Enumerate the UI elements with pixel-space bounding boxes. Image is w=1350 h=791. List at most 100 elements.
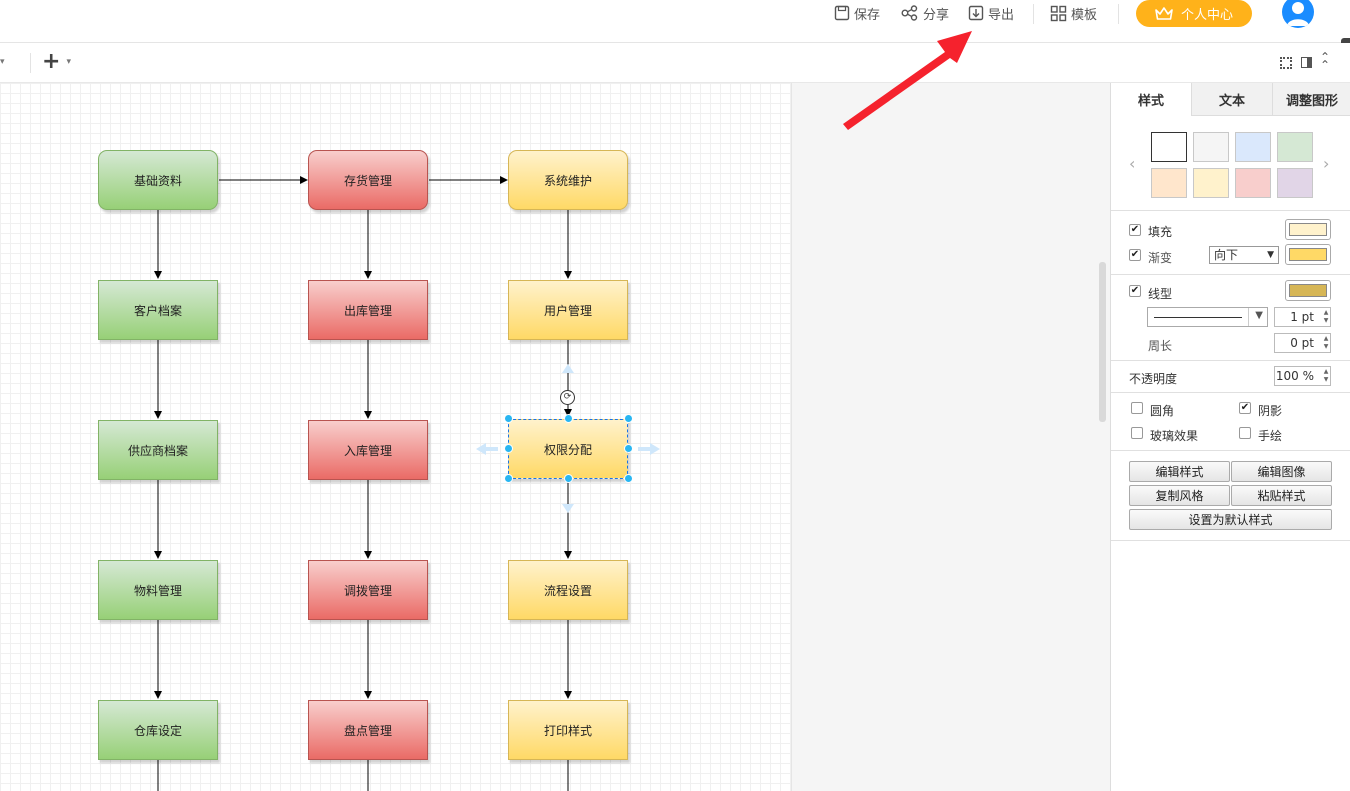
flow-node[interactable]: 调拨管理 xyxy=(308,560,428,620)
glass-label: 玻璃效果 xyxy=(1150,429,1199,443)
fill-color-picker[interactable] xyxy=(1285,219,1331,240)
flow-node[interactable]: 用户管理 xyxy=(508,280,628,340)
grid-icon xyxy=(1050,5,1067,21)
color-swatch[interactable] xyxy=(1151,168,1187,198)
collapse-icon[interactable]: ⌃⌃ xyxy=(1320,50,1331,72)
flow-node[interactable]: 出库管理 xyxy=(308,280,428,340)
gradient-color-swatch xyxy=(1289,248,1327,261)
flow-node[interactable]: 打印样式 xyxy=(508,700,628,760)
glass-checkbox[interactable] xyxy=(1131,427,1143,439)
resize-handle[interactable] xyxy=(624,444,633,453)
vertical-scrollbar[interactable] xyxy=(1099,262,1106,422)
rotate-handle-icon[interactable]: ⟳ xyxy=(560,390,575,405)
hover-arrow-up xyxy=(562,364,574,373)
color-swatch[interactable] xyxy=(1193,168,1229,198)
dropdown-arrow-icon: ▼ xyxy=(1267,250,1274,260)
top-bar: 保存 分享 导出 模板 个人中心 xyxy=(0,0,1350,96)
perimeter-label: 周长 xyxy=(1148,339,1173,353)
resize-handle[interactable] xyxy=(504,414,513,423)
gradient-label: 渐变 xyxy=(1148,251,1173,265)
paste-style-button[interactable]: 粘贴样式 xyxy=(1231,485,1332,506)
resize-handle[interactable] xyxy=(624,414,633,423)
toolbar-divider xyxy=(1118,4,1119,24)
flow-node[interactable]: 流程设置 xyxy=(508,560,628,620)
flow-node[interactable]: 存货管理 xyxy=(308,150,428,210)
flow-node[interactable]: 仓库设定 xyxy=(98,700,218,760)
fill-color-swatch xyxy=(1289,223,1327,236)
template-label: 模板 xyxy=(1071,7,1098,23)
line-color-picker[interactable] xyxy=(1285,280,1331,301)
gradient-direction-select[interactable]: 向下 ▼ xyxy=(1209,246,1279,264)
gradient-checkbox[interactable]: ✔ xyxy=(1129,249,1141,261)
edit-style-button[interactable]: 编辑样式 xyxy=(1129,461,1230,482)
color-swatch[interactable] xyxy=(1277,168,1313,198)
copy-style-button[interactable]: 复制风格 xyxy=(1129,485,1230,506)
gradient-color-picker[interactable] xyxy=(1285,244,1331,265)
shadow-checkbox[interactable]: ✔ xyxy=(1239,402,1251,414)
personal-center-label: 个人中心 xyxy=(1180,8,1233,23)
flow-node[interactable]: 盘点管理 xyxy=(308,700,428,760)
avatar[interactable] xyxy=(1282,0,1314,28)
sketch-checkbox[interactable] xyxy=(1239,427,1251,439)
flow-node[interactable]: 系统维护 xyxy=(508,150,628,210)
chevron-right-icon[interactable]: › xyxy=(1323,154,1330,173)
insert-button[interactable]: + ▾ xyxy=(42,51,71,73)
toggle-panel-icon[interactable] xyxy=(1301,57,1312,68)
diagram-canvas[interactable]: 基础资料 客户档案 供应商档案 物料管理 仓库设定 存货管理 出库管理 入库管理… xyxy=(0,83,792,791)
resize-handle[interactable] xyxy=(504,444,513,453)
divider xyxy=(1111,210,1350,211)
stepper-icon[interactable]: ▲▼ xyxy=(1323,335,1329,350)
resize-handle[interactable] xyxy=(564,474,573,483)
tab-style[interactable]: 样式 xyxy=(1111,83,1191,116)
line-label: 线型 xyxy=(1148,287,1173,301)
save-icon xyxy=(834,5,850,21)
personal-center-button[interactable]: 个人中心 xyxy=(1136,0,1252,27)
format-panel: 样式 文本 调整图形 ‹ › ✔ 填充 ✔ 渐变 向下 ▼ ✔ 线型 ▼ 1 p… xyxy=(1110,83,1350,791)
line-checkbox[interactable]: ✔ xyxy=(1129,285,1141,297)
template-button[interactable]: 模板 xyxy=(1050,0,1097,26)
tab-arrange[interactable]: 调整图形 xyxy=(1272,83,1350,116)
flow-node[interactable]: 客户档案 xyxy=(98,280,218,340)
perimeter-input[interactable]: 0 pt ▲▼ xyxy=(1274,333,1331,353)
dropdown-caret-icon[interactable]: ▾ xyxy=(0,57,5,67)
resize-handle[interactable] xyxy=(504,474,513,483)
color-swatch[interactable] xyxy=(1151,132,1187,162)
flow-node[interactable]: 入库管理 xyxy=(308,420,428,480)
share-button[interactable]: 分享 xyxy=(901,0,949,26)
color-swatch[interactable] xyxy=(1193,132,1229,162)
connectors xyxy=(154,176,660,791)
hover-arrow-right xyxy=(638,443,660,455)
export-button[interactable]: 导出 xyxy=(968,0,1014,26)
flow-node-selected[interactable]: 权限分配 xyxy=(508,419,628,479)
editor-toolbar: ▾ + ▾ ⌃⌃ xyxy=(0,43,1350,83)
line-pattern-select[interactable]: ▼ xyxy=(1147,307,1268,327)
flow-node[interactable]: 供应商档案 xyxy=(98,420,218,480)
resize-handle[interactable] xyxy=(564,414,573,423)
color-swatch[interactable] xyxy=(1235,168,1271,198)
stepper-icon[interactable]: ▲▼ xyxy=(1323,309,1329,324)
flow-node[interactable]: 基础资料 xyxy=(98,150,218,210)
edit-image-button[interactable]: 编辑图像 xyxy=(1231,461,1332,482)
flow-node[interactable]: 物料管理 xyxy=(98,560,218,620)
rounded-checkbox[interactable] xyxy=(1131,402,1143,414)
fill-checkbox[interactable]: ✔ xyxy=(1129,224,1141,236)
line-color-swatch xyxy=(1289,284,1327,297)
user-icon xyxy=(1287,2,1309,26)
opacity-input[interactable]: 100 % ▲▼ xyxy=(1274,366,1331,386)
chevron-down-icon: ▾ xyxy=(66,57,71,67)
tab-text[interactable]: 文本 xyxy=(1191,83,1272,116)
color-swatch[interactable] xyxy=(1235,132,1271,162)
save-button[interactable]: 保存 xyxy=(834,0,880,26)
crown-icon xyxy=(1155,6,1173,20)
chevron-left-icon[interactable]: ‹ xyxy=(1129,154,1136,173)
fit-page-icon[interactable] xyxy=(1280,57,1292,69)
divider xyxy=(1111,450,1350,451)
color-swatch[interactable] xyxy=(1277,132,1313,162)
set-default-style-button[interactable]: 设置为默认样式 xyxy=(1129,509,1332,530)
rounded-label: 圆角 xyxy=(1150,404,1175,418)
stepper-icon[interactable]: ▲▼ xyxy=(1323,368,1329,383)
resize-handle[interactable] xyxy=(624,474,633,483)
save-label: 保存 xyxy=(854,7,881,23)
line-width-input[interactable]: 1 pt ▲▼ xyxy=(1274,307,1331,327)
sketch-label: 手绘 xyxy=(1258,429,1283,443)
